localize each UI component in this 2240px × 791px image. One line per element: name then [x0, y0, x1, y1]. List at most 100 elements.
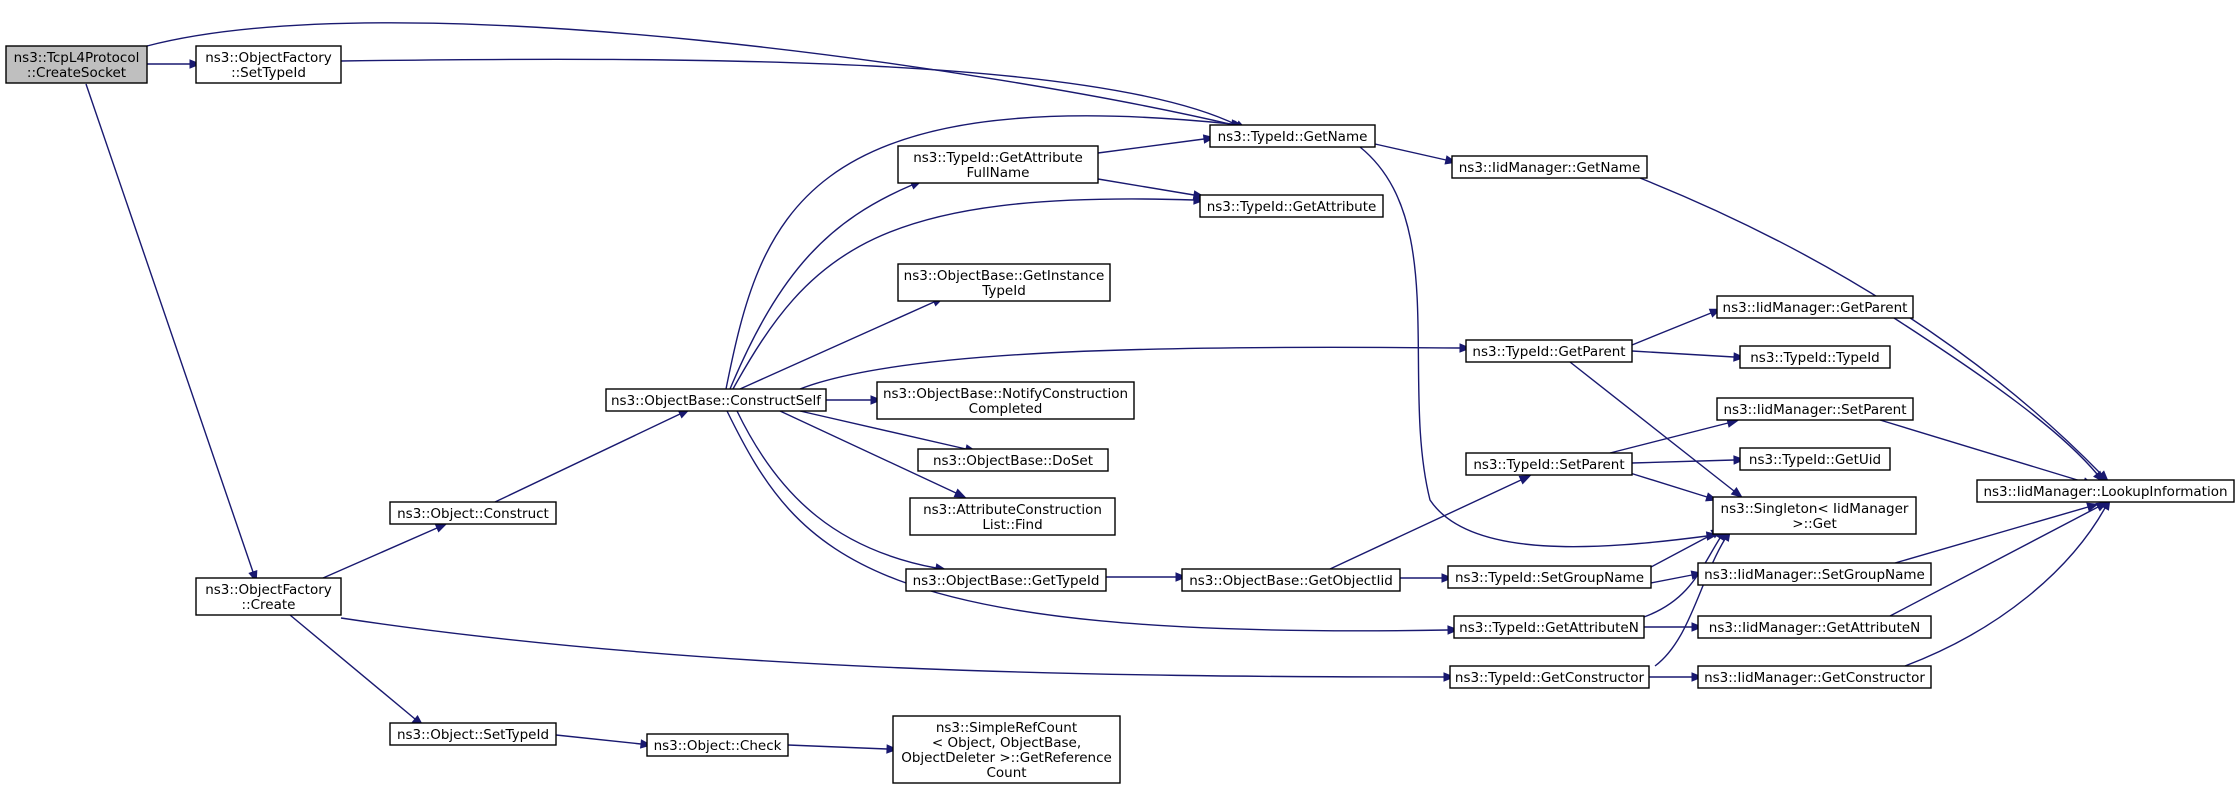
call-edge-n6-n10	[826, 395, 883, 405]
edge-line	[1643, 537, 1721, 618]
call-edge-n18-n27	[1569, 361, 1743, 499]
node-box	[1449, 665, 1650, 689]
function-nodes: ns3::TcpL4Protocol::CreateSocketns3::Obj…	[5, 45, 2235, 784]
function-node[interactable]: ns3::SimpleRefCount< Object, ObjectBase,…	[892, 715, 1121, 784]
call-edge-n29-n31	[1889, 501, 2109, 617]
node-box	[897, 263, 1111, 302]
root-function-node[interactable]: ns3::TcpL4Protocol::CreateSocket	[5, 45, 148, 84]
call-edge-n16-n20	[1400, 573, 1454, 583]
call-edge-n22-n27	[1654, 529, 1731, 667]
call-edge-n3-n17	[1374, 143, 1458, 165]
call-edge-n19-n27	[1629, 472, 1718, 502]
edge-line	[1894, 506, 2089, 564]
edge-arrowhead	[434, 523, 448, 533]
edge-line	[1569, 361, 1735, 492]
node-label: ::Create	[242, 597, 296, 613]
function-node[interactable]: ns3::IidManager::GetName	[1451, 155, 1648, 179]
edge-line	[1889, 506, 2099, 617]
node-box	[917, 448, 1109, 472]
edge-line	[729, 184, 913, 390]
node-label: ns3::TypeId::GetUid	[1749, 452, 1881, 468]
call-edge-n4-n6	[494, 409, 691, 503]
function-node[interactable]: ns3::ObjectBase::NotifyConstructionCompl…	[876, 381, 1135, 420]
call-edge-n7-n3	[1097, 134, 1216, 154]
edge-line	[736, 410, 937, 569]
node-label: ns3::ObjectBase::GetObjectIid	[1189, 573, 1393, 589]
edge-line	[1650, 533, 1714, 568]
function-node[interactable]: ns3::ObjectBase::ConstructSelf	[605, 388, 827, 412]
edge-line	[289, 614, 416, 720]
function-node[interactable]: ns3::TypeId::GetUid	[1739, 447, 1891, 471]
node-box	[389, 722, 557, 746]
node-label: ns3::TypeId::SetGroupName	[1455, 570, 1644, 586]
node-box	[389, 501, 557, 525]
function-node[interactable]: ns3::TypeId::GetName	[1209, 124, 1376, 148]
node-label: ns3::Object::Construct	[397, 506, 549, 522]
edge-arrowhead	[1705, 531, 1719, 541]
function-node[interactable]: ns3::ObjectBase::DoSet	[917, 448, 1109, 472]
function-node[interactable]: ns3::IidManager::SetParent	[1716, 397, 1914, 421]
function-node[interactable]: ns3::TypeId::SetGroupName	[1447, 565, 1652, 589]
function-node[interactable]: ns3::IidManager::GetParent	[1716, 295, 1914, 319]
node-box	[1739, 447, 1891, 471]
node-box	[605, 388, 827, 412]
node-label: ObjectDeleter >::GetReference	[901, 750, 1112, 766]
function-node[interactable]: ns3::TypeId::SetParent	[1465, 452, 1633, 476]
node-label: ns3::AttributeConstruction	[923, 502, 1102, 518]
edge-arrowhead	[1441, 573, 1454, 583]
call-edge-n14-n15	[787, 744, 899, 754]
call-edge-n6-n21	[726, 410, 1460, 635]
edge-line	[146, 22, 1235, 126]
edge-arrowhead	[640, 739, 653, 749]
edge-line	[340, 617, 1445, 678]
function-node[interactable]: ns3::ObjectFactory::Create	[195, 577, 342, 616]
node-label: ns3::TypeId::GetParent	[1472, 344, 1625, 360]
node-label: ns3::ObjectFactory	[205, 50, 332, 66]
call-edge-n2-n5	[289, 614, 424, 727]
edge-line	[725, 115, 1233, 390]
node-box	[195, 577, 342, 616]
function-node[interactable]: ns3::TypeId::GetConstructor	[1449, 665, 1650, 689]
function-node[interactable]: ns3::Object::SetTypeId	[389, 722, 557, 746]
call-edge-n1-n3	[340, 58, 1248, 130]
node-label: ns3::TcpL4Protocol	[14, 50, 140, 66]
function-node[interactable]: ns3::IidManager::LookupInformation	[1976, 479, 2235, 503]
call-edge-n30-n31	[1904, 498, 2111, 667]
function-node[interactable]: ns3::IidManager::GetAttributeN	[1697, 615, 1932, 639]
function-node[interactable]: ns3::IidManager::SetGroupName	[1697, 562, 1932, 586]
node-label: ns3::IidManager::LookupInformation	[1983, 484, 2227, 500]
node-box	[1453, 615, 1645, 639]
node-box	[897, 145, 1099, 184]
function-node[interactable]: ns3::ObjectFactory::SetTypeId	[195, 45, 342, 84]
edge-line	[1904, 507, 2106, 667]
function-node[interactable]: ns3::Object::Construct	[389, 501, 557, 525]
node-box	[876, 381, 1135, 420]
function-node[interactable]: ns3::IidManager::GetConstructor	[1697, 665, 1932, 689]
function-node[interactable]: ns3::TypeId::TypeId	[1739, 345, 1891, 369]
node-label: ::SetTypeId	[231, 65, 306, 81]
function-node[interactable]: ns3::TypeId::GetParent	[1465, 339, 1633, 363]
edge-arrowhead	[1733, 352, 1746, 362]
edge-arrowhead	[886, 744, 899, 754]
node-label: ::CreateSocket	[27, 65, 126, 81]
node-box	[195, 45, 342, 84]
node-box	[1712, 496, 1917, 535]
function-node[interactable]: ns3::TypeId::GetAttribute	[1199, 194, 1384, 218]
node-label: ns3::ObjectBase::NotifyConstruction	[883, 386, 1128, 402]
function-node[interactable]: ns3::ObjectBase::GetObjectIid	[1181, 568, 1401, 592]
node-label: ns3::TypeId::SetParent	[1473, 457, 1624, 473]
function-node[interactable]: ns3::ObjectBase::GetTypeId	[905, 568, 1107, 592]
edge-line	[799, 410, 967, 450]
edge-arrowhead	[2093, 470, 2105, 483]
call-edge-n0-n2	[85, 83, 258, 583]
node-label: ns3::ObjectBase::DoSet	[933, 453, 1093, 469]
edge-line	[1097, 178, 1195, 196]
function-node[interactable]: ns3::TypeId::GetAttributeN	[1453, 615, 1645, 639]
function-node[interactable]: ns3::Object::Check	[646, 733, 789, 757]
call-edge-n7-n8	[1097, 178, 1206, 200]
node-label: ns3::IidManager::GetParent	[1723, 300, 1908, 316]
function-node[interactable]: ns3::Singleton< IidManager >::Get	[1712, 496, 1917, 535]
